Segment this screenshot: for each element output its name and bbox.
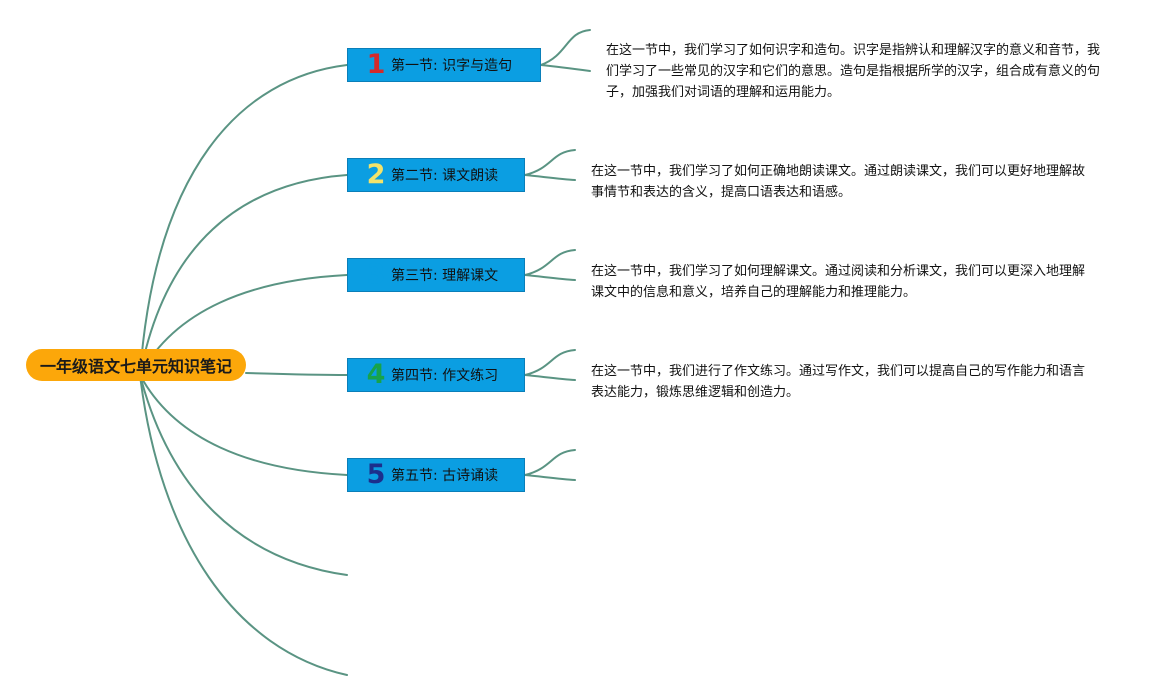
section-node-1[interactable]: 1 第一节: 识字与造句 [347, 48, 541, 82]
connector-root-section-4 [245, 372, 348, 376]
section-2-note: 在这一节中，我们学习了如何正确地朗读课文。通过朗读课文，我们可以更好地理解故事情… [591, 164, 1086, 200]
connector-section-3-a [524, 249, 576, 276]
connector-section-2-a [524, 149, 576, 176]
connector-root-empty-2 [139, 374, 348, 676]
section-node-4[interactable]: 4 第四节: 作文练习 [347, 358, 525, 392]
connector-section-2-b [524, 174, 576, 181]
section-node-3[interactable]: 3 第三节: 理解课文 [347, 258, 525, 292]
connector-section-4-b [524, 374, 576, 381]
section-node-5[interactable]: 5 第五节: 古诗诵读 [347, 458, 525, 492]
connector-section-5-b [524, 474, 576, 481]
section-5-label: 第五节: 古诗诵读 [391, 468, 499, 484]
section-3-number: 3 [366, 259, 386, 290]
section-4-label: 第四节: 作文练习 [391, 368, 499, 384]
root-topic[interactable]: 一年级语文七单元知识笔记 [26, 349, 246, 381]
section-1-label: 第一节: 识字与造句 [391, 58, 513, 74]
section-1-number: 1 [366, 49, 386, 80]
connector-section-3-b [524, 274, 576, 281]
connector-section-1-a [540, 29, 591, 66]
section-2-number: 2 [366, 159, 386, 190]
root-topic-label: 一年级语文七单元知识笔记 [39, 357, 232, 376]
connector-section-4-a [524, 349, 576, 376]
section-4-number: 4 [366, 359, 386, 390]
connector-root-empty-1 [139, 374, 348, 576]
connector-section-5-a [524, 449, 576, 476]
connector-section-1-b [540, 64, 591, 72]
connector-root-section-2 [139, 174, 348, 376]
section-node-2[interactable]: 2 第二节: 课文朗读 [347, 158, 525, 192]
section-2-label: 第二节: 课文朗读 [391, 168, 499, 184]
section-4-note: 在这一节中，我们进行了作文练习。通过写作文，我们可以提高自己的写作能力和语言表达… [591, 364, 1086, 400]
section-3-label: 第三节: 理解课文 [391, 268, 499, 284]
connector-root-section-5 [139, 374, 348, 476]
section-5-number: 5 [366, 459, 386, 490]
section-3-note: 在这一节中，我们学习了如何理解课文。通过阅读和分析课文，我们可以更深入地理解课文… [591, 264, 1086, 300]
connector-root-section-1 [139, 64, 348, 376]
section-1-note: 在这一节中，我们学习了如何识字和造句。识字是指辨认和理解汉字的意义和音节，我们学… [606, 43, 1101, 100]
